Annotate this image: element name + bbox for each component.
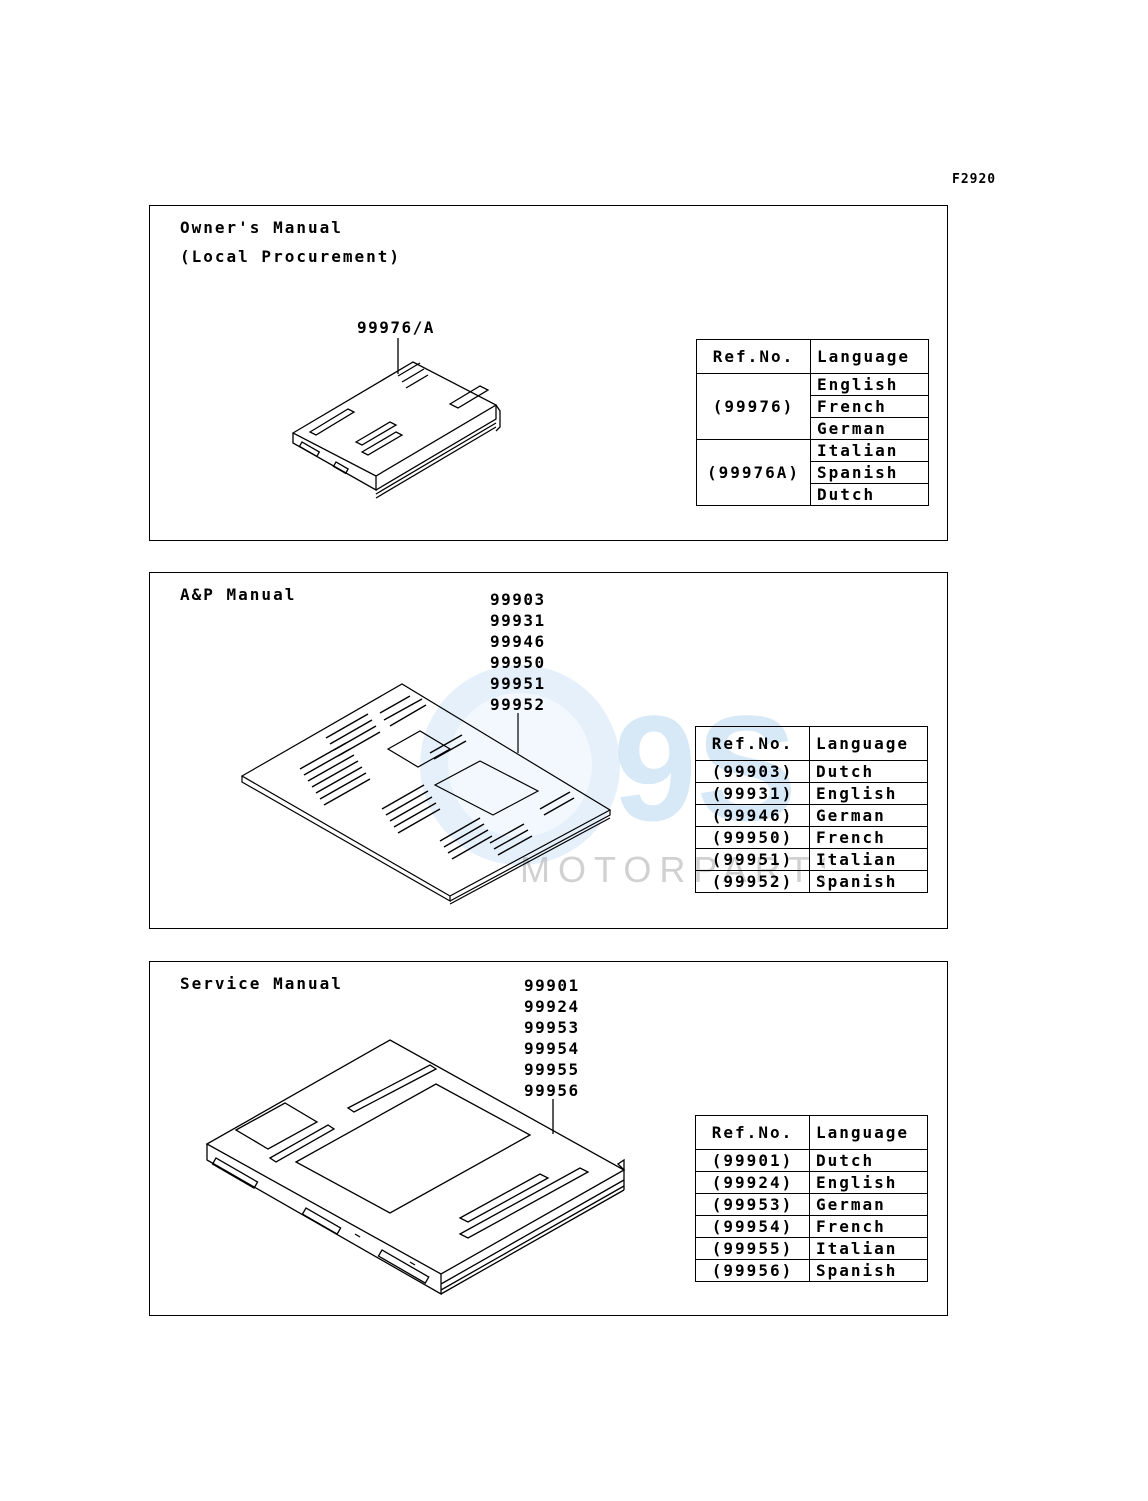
part-number-label: 99976/A (357, 318, 435, 337)
language-cell: Spanish (809, 1259, 928, 1282)
ref-no-cell: (99931) (695, 782, 810, 805)
owners-manual-illustration (291, 338, 501, 499)
ref-no-cell: (99903) (695, 760, 810, 783)
language-cell: Dutch (809, 760, 928, 783)
service-manual-illustration (205, 1039, 626, 1296)
ap-manual-illustration (240, 683, 612, 905)
ref-no-header: Ref.No. (696, 339, 811, 374)
part-number: 99952 (490, 695, 546, 714)
part-number-list: 99901 99924 99953 99954 99955 99956 (524, 975, 580, 1101)
part-number: 99951 (490, 674, 546, 693)
ref-no-cell: (99956) (695, 1259, 810, 1282)
language-cell: Italian (810, 439, 929, 462)
part-number: 99953 (524, 1018, 580, 1037)
language-cell: French (810, 395, 929, 418)
ref-no-header: Ref.No. (695, 726, 810, 761)
language-cell: English (809, 782, 928, 805)
language-cell: French (809, 826, 928, 849)
ref-no-cell: (99955) (695, 1237, 810, 1260)
language-cell: Spanish (809, 870, 928, 893)
ref-no-header: Ref.No. (695, 1115, 810, 1150)
ref-no-cell: (99951) (695, 848, 810, 871)
part-number: 99946 (490, 632, 546, 651)
part-number: 99954 (524, 1039, 580, 1058)
language-cell: Dutch (810, 483, 929, 506)
language-cell: German (810, 417, 929, 440)
ref-no-cell: (99946) (695, 804, 810, 827)
part-number: 99931 (490, 611, 546, 630)
ap-manual-panel: A&P Manual 99903 99931 99946 99950 99951… (149, 572, 948, 929)
ref-no-cell: (99976) (696, 373, 811, 440)
panel-subtitle: (Local Procurement) (180, 247, 402, 266)
part-number: 99924 (524, 997, 580, 1016)
language-cell: Dutch (809, 1149, 928, 1172)
part-number-list: 99903 99931 99946 99950 99951 99952 (490, 589, 546, 715)
ref-no-cell: (99952) (695, 870, 810, 893)
part-number: 99950 (490, 653, 546, 672)
ref-no-cell: (99953) (695, 1193, 810, 1216)
panel-title: Owner's Manual (180, 218, 343, 237)
owners-manual-ref-table: Ref.No. Language (99976) English French … (696, 339, 929, 506)
figure-code: F2920 (952, 172, 997, 187)
language-header: Language (809, 1115, 928, 1150)
ref-no-cell: (99954) (695, 1215, 810, 1238)
language-cell: English (810, 373, 929, 396)
ref-no-cell: (99976A) (696, 439, 811, 506)
part-number: 99901 (524, 976, 580, 995)
language-cell: English (809, 1171, 928, 1194)
language-header: Language (809, 726, 928, 761)
language-cell: Italian (809, 848, 928, 871)
ref-no-cell: (99924) (695, 1171, 810, 1194)
language-cell: French (809, 1215, 928, 1238)
ap-manual-ref-table: Ref.No. Language (99903)Dutch (99931)Eng… (695, 726, 928, 893)
service-manual-ref-table: Ref.No. Language (99901)Dutch (99924)Eng… (695, 1115, 928, 1282)
ref-no-cell: (99901) (695, 1149, 810, 1172)
ref-no-cell: (99950) (695, 826, 810, 849)
service-manual-panel: Service Manual 99901 99924 99953 99954 9… (149, 961, 948, 1316)
owners-manual-panel: Owner's Manual (Local Procurement) 99976… (149, 205, 948, 541)
panel-title: Service Manual (180, 974, 343, 993)
part-number: 99955 (524, 1060, 580, 1079)
language-cell: German (809, 1193, 928, 1216)
language-cell: Spanish (810, 461, 929, 484)
language-cell: Italian (809, 1237, 928, 1260)
language-cell: German (809, 804, 928, 827)
part-number: 99956 (524, 1081, 580, 1100)
language-header: Language (810, 339, 929, 374)
panel-title: A&P Manual (180, 585, 297, 604)
part-number: 99903 (490, 590, 546, 609)
